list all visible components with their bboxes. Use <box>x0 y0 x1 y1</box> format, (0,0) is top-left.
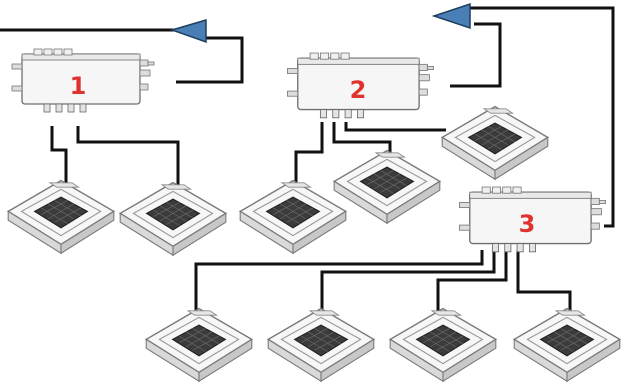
refrigerant-pipes <box>0 6 615 314</box>
pipe-box1-unit2 <box>76 126 180 186</box>
cassette-icon <box>513 307 621 382</box>
cassette-icon <box>145 307 253 382</box>
pipe-box2-unit4 <box>332 122 392 156</box>
cassette-icon <box>389 307 497 382</box>
branch-box-3-label: 3 <box>519 210 536 238</box>
pipe-box2-unit3 <box>294 122 324 184</box>
pipe-box3-unit6 <box>194 250 484 314</box>
branch-box-2-label: 2 <box>350 76 367 104</box>
refnet-joint-icon <box>169 18 207 44</box>
pipe-joint1-box1 <box>176 36 244 84</box>
cassette-icon <box>333 149 441 224</box>
branch-box-1-label: 1 <box>70 72 87 100</box>
pipe-box3-unit9 <box>516 250 572 314</box>
cassette-icon <box>441 105 549 180</box>
main-pipe-right <box>462 6 615 228</box>
cassette-icon <box>239 179 347 254</box>
cassette-icon <box>267 307 375 382</box>
pipe-box3-unit8 <box>436 250 508 314</box>
refnet-joint-icon <box>431 2 471 30</box>
branch-box-2: 2 <box>286 52 435 119</box>
pipe-box2-unit5 <box>344 122 446 132</box>
branch-box-3: 3 <box>458 186 607 253</box>
pipe-box3-unit7 <box>320 250 496 314</box>
branch-box-1: 1 <box>11 48 155 113</box>
pipe-joint2-box2 <box>450 22 502 88</box>
pipe-box1-unit1 <box>50 126 68 186</box>
cassette-icon <box>119 181 227 256</box>
cassette-icon <box>7 179 115 254</box>
